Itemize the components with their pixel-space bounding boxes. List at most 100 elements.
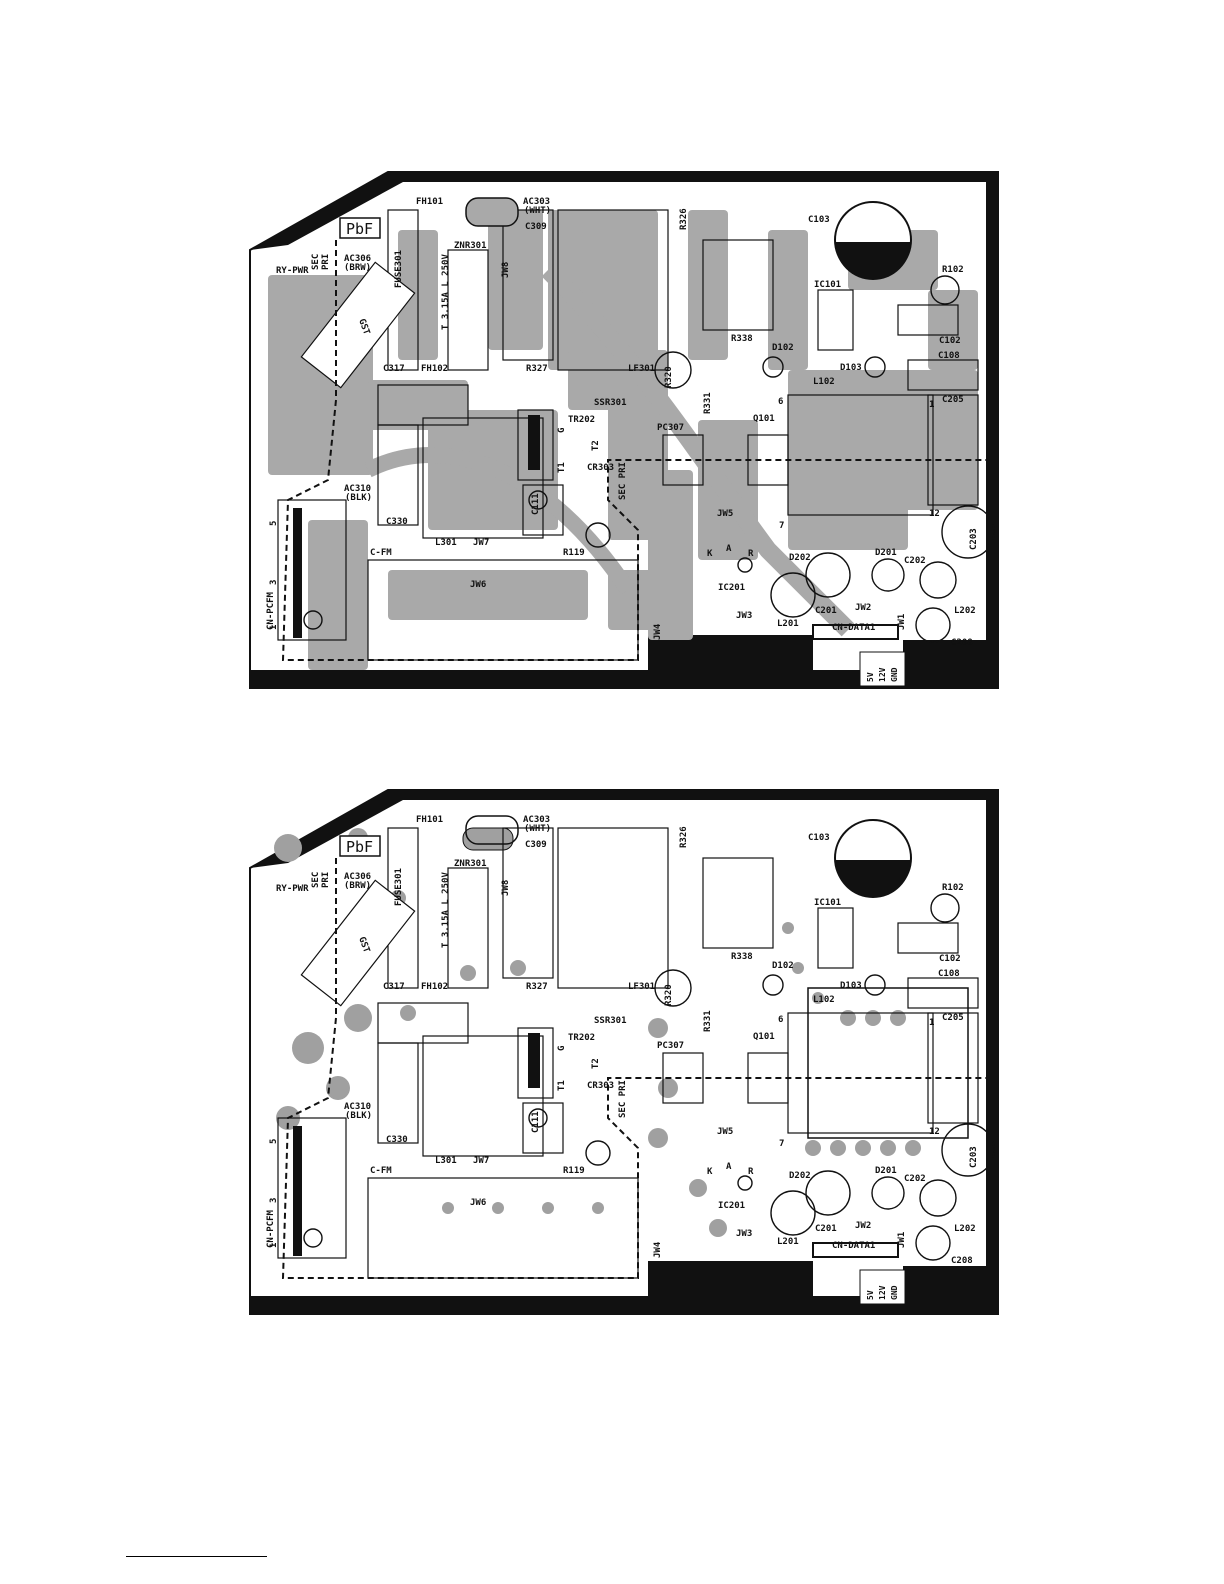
label-r326: R326	[679, 208, 689, 230]
top-edge-band	[250, 790, 998, 868]
round-component-11	[585, 1140, 611, 1166]
round-component-5	[871, 558, 905, 592]
label-d102: D102	[772, 343, 794, 353]
label-c317: C317	[383, 982, 405, 992]
pad-5	[326, 1076, 350, 1100]
label-lf301: LF301	[628, 364, 655, 374]
label-r102: R102	[942, 265, 964, 275]
component-outline-6	[897, 304, 959, 336]
component-outline-7	[907, 977, 979, 1009]
label-g: G	[557, 1046, 567, 1051]
label-c205: C205	[942, 1013, 964, 1023]
label-brw: (BRW)	[344, 881, 371, 891]
round-component-7	[941, 505, 995, 559]
label-r320: R320	[664, 366, 674, 388]
label-pin5: 5	[269, 521, 279, 526]
label-c108: C108	[938, 969, 960, 979]
label-sec-pri: SEC PRI	[618, 1080, 628, 1118]
label-d201: D201	[875, 1166, 897, 1176]
round-component-10	[737, 557, 753, 573]
round-component-3	[864, 974, 886, 996]
label-d202: D202	[789, 1171, 811, 1181]
label-cn-data1: CN-DATA1	[832, 1241, 875, 1251]
round-component-2	[762, 356, 784, 378]
label-c201: C201	[815, 606, 837, 616]
trace-region-18	[788, 470, 908, 550]
label-k: K	[707, 1167, 713, 1177]
round-component-7	[941, 1123, 995, 1177]
pad-14	[709, 1219, 727, 1237]
pad-0	[274, 834, 302, 862]
pbf-box	[339, 835, 381, 857]
label-jw6: JW6	[470, 580, 486, 590]
label-l301: L301	[435, 538, 457, 548]
label-r119: R119	[563, 548, 585, 558]
capacitor-c103-mark	[835, 242, 911, 280]
label-wht: (WHT)	[524, 824, 551, 834]
label-znr301: ZNR301	[454, 859, 487, 869]
round-component-9	[915, 607, 951, 643]
label-jw4: JW4	[653, 623, 663, 640]
label-pri: PRI	[321, 872, 331, 888]
label-c309: C309	[525, 840, 547, 850]
label-tr202: TR202	[568, 1033, 595, 1043]
label-d103: D103	[840, 981, 862, 991]
round-component-2	[762, 974, 784, 996]
ac303-connector	[465, 197, 519, 227]
trace-region-17	[688, 210, 728, 360]
label-ac310: AC310	[344, 1102, 371, 1112]
label-jw8: JW8	[501, 262, 511, 278]
label-c103: C103	[808, 833, 830, 843]
component-outline-18	[277, 499, 347, 641]
label-pc307: PC307	[657, 1041, 684, 1051]
label-c-fm: C-FM	[370, 1166, 392, 1176]
label-c201: C201	[815, 1224, 837, 1234]
label-c203: C203	[969, 528, 979, 550]
voltage-label-box	[859, 1269, 906, 1305]
label-l202: L202	[954, 1224, 976, 1234]
component-outline-4	[702, 857, 774, 949]
bottom-center-block	[648, 1261, 813, 1301]
pad-29	[592, 1202, 604, 1214]
label-ic101: IC101	[814, 898, 841, 908]
label-blk: (BLK)	[345, 493, 372, 503]
label-jw4: JW4	[653, 1241, 663, 1258]
label-pin12: 12	[929, 1127, 940, 1137]
label-c205: C205	[942, 395, 964, 405]
component-outline-12	[522, 484, 564, 536]
label-znr301: ZNR301	[454, 241, 487, 251]
pad-20	[890, 1010, 906, 1026]
label-c309: C309	[525, 222, 547, 232]
component-outline-14	[927, 394, 979, 506]
label-pin6: 6	[778, 1015, 783, 1025]
label-l202: L202	[954, 606, 976, 616]
component-outline-6	[897, 922, 959, 954]
right-edge-band	[986, 790, 998, 1310]
label-q101: Q101	[753, 414, 775, 424]
label-jw1: JW1	[897, 614, 907, 630]
label-pin5: 5	[269, 1139, 279, 1144]
pad-9	[400, 1005, 416, 1021]
label-sec: SEC	[311, 254, 321, 270]
component-outline-10	[422, 417, 544, 539]
label-a: A	[726, 544, 732, 554]
label-fh101: FH101	[416, 197, 443, 207]
pad-24	[880, 1140, 896, 1156]
label-gnd: GND	[890, 667, 899, 682]
label-ac303: AC303	[523, 197, 550, 207]
ac303-pad	[462, 827, 514, 851]
label-c102: C102	[939, 954, 961, 964]
label-ssr301: SSR301	[594, 1016, 627, 1026]
label-r331: R331	[703, 392, 713, 414]
label-ssr301: SSR301	[594, 398, 627, 408]
label-c208: C208	[951, 638, 973, 648]
component-outline-5	[817, 289, 854, 351]
label-jw2: JW2	[855, 603, 871, 613]
label-c111: C111	[531, 493, 541, 515]
round-component-12	[528, 1108, 548, 1128]
label-k: K	[707, 549, 713, 559]
label-t1: T1	[557, 462, 567, 473]
pad-22	[830, 1140, 846, 1156]
label-lf301: LF301	[628, 982, 655, 992]
